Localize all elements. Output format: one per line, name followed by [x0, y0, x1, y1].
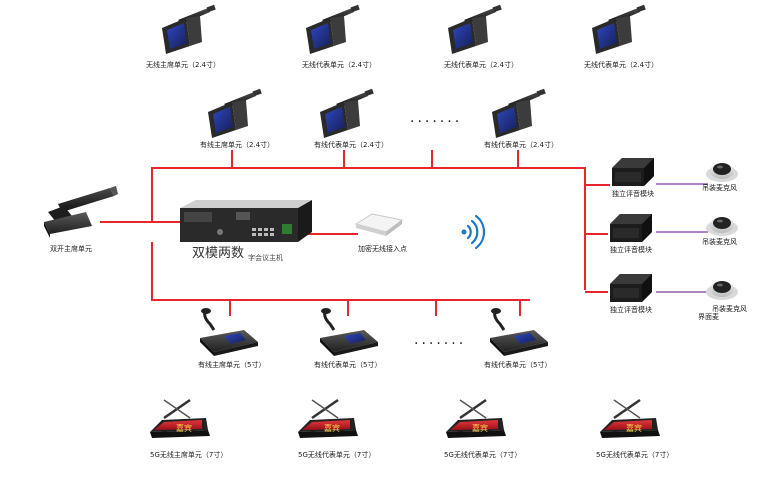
- label-g5-delegate-3: 5G无线代表单元（7寸）: [596, 451, 674, 459]
- audio-module-2: [610, 214, 652, 242]
- wifi-icon: [461, 214, 486, 250]
- label-wired-delegate-24-2: 有线代表单元（2.4寸）: [484, 141, 559, 149]
- screen-text-2: 嘉宾: [324, 424, 340, 433]
- label-wired-delegate-24-1: 有线代表单元（2.4寸）: [314, 141, 389, 149]
- label-g5-chair: 5G无线主席单元（7寸）: [150, 451, 228, 459]
- conference-host: [180, 200, 312, 242]
- wireless-delegate-unit-top-3: [592, 4, 646, 55]
- hanging-mic-3: [706, 281, 738, 300]
- label-host-main: 双模两数: [192, 246, 245, 261]
- label-wired-delegate-5-1: 有线代表单元（5寸）: [314, 361, 382, 369]
- wireless-delegate-unit-top-2: [448, 4, 502, 55]
- screen-text-3: 嘉宾: [472, 424, 488, 433]
- more-units-bottom: ·······: [414, 336, 467, 352]
- label-wireless-delegate-top-1: 无线代表单元（2.4寸）: [302, 61, 377, 69]
- wireless-access-point: [354, 213, 404, 236]
- wired-delegate-unit-24-1: [320, 88, 374, 138]
- wireless-delegate-unit-top-1: [306, 4, 360, 55]
- screen-text-4: 嘉宾: [626, 424, 642, 433]
- label-g5-delegate-1: 5G无线代表单元（7寸）: [298, 451, 376, 459]
- label-mic-1: 吊装麦克风: [702, 184, 737, 192]
- more-units-top: ·······: [410, 114, 463, 130]
- wireless-chair-unit-top: [162, 4, 216, 55]
- label-dual-chair: 双开主席单元: [50, 245, 92, 253]
- hanging-mic-2: [706, 217, 738, 236]
- screen-text-1: 嘉宾: [176, 424, 192, 433]
- label-wired-chair-5: 有线主席单元（5寸）: [198, 361, 266, 369]
- hanging-mic-1: [706, 163, 738, 182]
- label-mic-2: 吊装麦克风: [702, 238, 737, 246]
- label-audio-module-2: 独立评音模块: [610, 246, 652, 254]
- dual-chair-unit: [44, 186, 118, 238]
- wired-network-lines: [100, 150, 610, 316]
- audio-module-1: [612, 158, 654, 186]
- label-access-point: 加密无线接入点: [358, 245, 407, 253]
- label-wireless-delegate-top-3: 无线代表单元（2.4寸）: [584, 61, 659, 69]
- label-host-sub: 字会议主机: [248, 254, 283, 262]
- audio-link-lines: [656, 183, 708, 293]
- label-mic-3: 吊装麦克风: [712, 305, 747, 313]
- label-audio-module-1: 独立评音模块: [612, 190, 654, 198]
- label-wireless-chair-top: 无线主席单元（2.4寸）: [146, 61, 221, 69]
- wired-delegate-unit-24-2: [492, 88, 546, 138]
- label-mic-3-b: 界面麦: [698, 313, 719, 321]
- label-wireless-delegate-top-2: 无线代表单元（2.4寸）: [444, 61, 519, 69]
- label-wired-delegate-5-2: 有线代表单元（5寸）: [484, 361, 552, 369]
- audio-module-3: [610, 274, 652, 302]
- label-wired-chair-24: 有线主席单元（2.4寸）: [200, 141, 275, 149]
- label-audio-module-3: 独立评音模块: [610, 306, 652, 314]
- label-g5-delegate-2: 5G无线代表单元（7寸）: [444, 451, 522, 459]
- wired-chair-unit-24: [208, 88, 262, 138]
